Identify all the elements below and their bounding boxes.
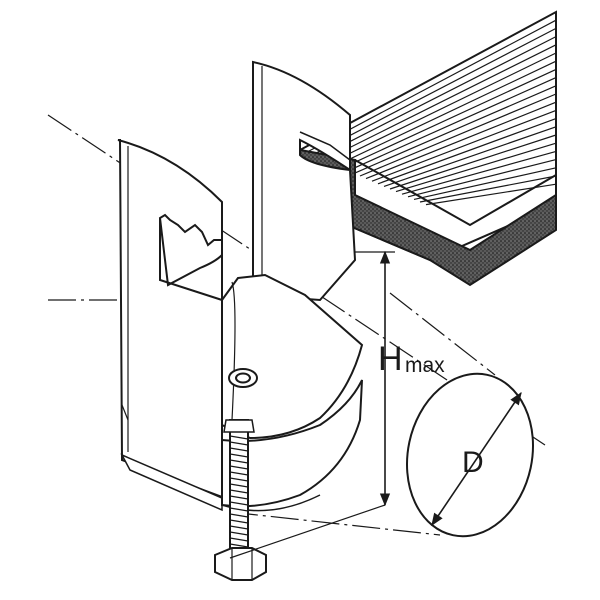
beam-rib-line [323, 44, 557, 161]
diameter-label: D [462, 446, 484, 479]
beam-rib-line [347, 77, 557, 172]
bolt-thread [229, 465, 249, 470]
bolt-thread [229, 495, 249, 500]
bolt-thread [229, 459, 249, 464]
bolt-thread [229, 531, 249, 536]
beam-rib-line [413, 167, 557, 200]
beam-rib-line [401, 150, 557, 195]
beam-rib-line [311, 27, 557, 156]
bolt-thread [229, 501, 249, 506]
hmax-subscript: max [405, 354, 445, 377]
bolt-thread [229, 543, 249, 548]
bolt-thread [229, 441, 249, 446]
beam-rib-line [395, 142, 557, 193]
bolt-thread [229, 477, 249, 482]
beam-rib-line [317, 36, 557, 159]
beam-rib-line [359, 93, 557, 177]
beam-rib-line [365, 101, 557, 180]
bolt-thread [229, 453, 249, 458]
beam-rib-line [377, 118, 557, 185]
beam-ribs [299, 11, 557, 206]
bolt-thread [229, 471, 249, 476]
back-clamp-plate [252, 60, 357, 302]
beam-rib-line [341, 68, 557, 169]
bolt-thread [229, 507, 249, 512]
bolt-thread [229, 513, 249, 518]
beam-flange [299, 10, 557, 287]
dimension-diameter [431, 391, 522, 527]
pipe-saddle [221, 273, 364, 512]
beam-rib-line [389, 134, 557, 190]
beam-rib-line [353, 85, 557, 174]
hex-nut [214, 547, 267, 581]
bolt-thread [229, 447, 249, 452]
diameter-dimension-line [431, 391, 522, 527]
bolt-thread [229, 519, 249, 524]
front-clamp-plate [117, 139, 223, 512]
hmax-extension-bottom [229, 504, 386, 559]
beam-rib-line [335, 60, 557, 167]
beam-rib-line [407, 159, 557, 198]
bolt-thread [229, 435, 249, 440]
beam-rib-line [419, 175, 557, 203]
beam-front-face [299, 148, 557, 287]
bolt-thread [229, 489, 249, 494]
bolt-thread [229, 537, 249, 542]
beam-rib-line [371, 109, 557, 182]
hex-bolt [214, 419, 267, 581]
bolt-thread [229, 525, 249, 530]
pipe-bottom-line [229, 511, 441, 536]
dimension-hmax [229, 250, 395, 559]
hmax-label: H [378, 340, 403, 378]
bolt-thread [229, 483, 249, 488]
beam-rib-line [383, 126, 557, 187]
beam-rib-line [329, 52, 557, 164]
